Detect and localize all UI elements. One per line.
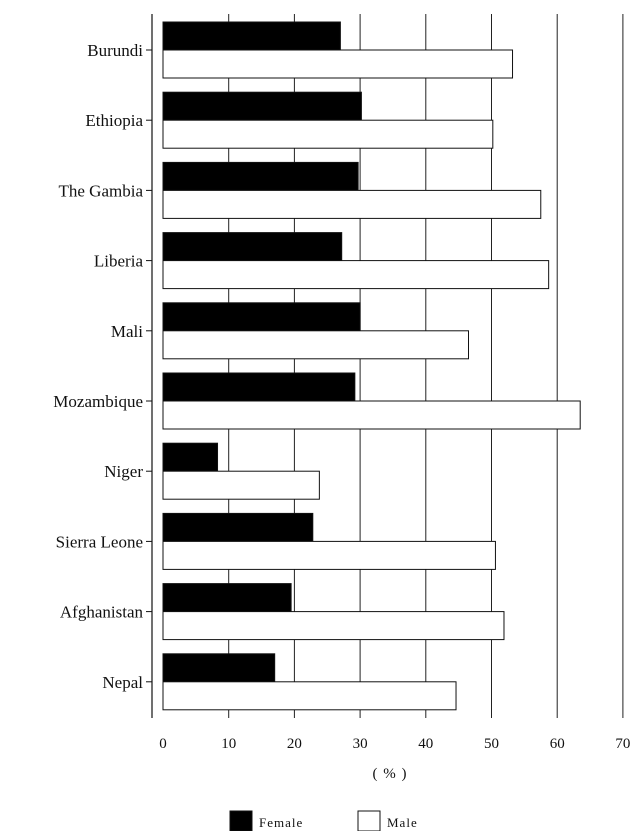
category-label-sierra-leone: Sierra Leone (56, 532, 143, 551)
category-label-mali: Mali (111, 322, 143, 341)
bar-female-mali (162, 302, 361, 332)
x-tick-labels: 0 10 20 30 40 50 60 70 (159, 736, 630, 752)
category-label-afghanistan: Afghanistan (60, 603, 144, 622)
bar-female-liberia (162, 232, 343, 262)
category-label-ethiopia: Ethiopia (85, 111, 143, 130)
x-tick-label: 60 (550, 736, 565, 752)
legend: Female Male (229, 810, 418, 831)
bar-female-mozambique (162, 372, 356, 402)
category-label-the-gambia: The Gambia (59, 181, 144, 200)
legend-label-female: Female (259, 815, 303, 830)
bar-male-nepal (162, 681, 457, 711)
bar-male-ethiopia (162, 119, 494, 149)
bar-female-the-gambia (162, 161, 359, 191)
bar-male-the-gambia (162, 189, 542, 219)
bars (162, 21, 581, 711)
category-label-liberia: Liberia (94, 252, 144, 271)
bar-female-burundi (162, 21, 341, 51)
bar-male-mozambique (162, 400, 581, 430)
x-tick-label: 10 (221, 736, 236, 752)
x-tick-label: 70 (615, 736, 630, 752)
x-tick-label: 40 (418, 736, 433, 752)
category-label-mozambique: Mozambique (53, 392, 143, 411)
legend-swatch-female (229, 810, 253, 831)
bar-male-burundi (162, 49, 514, 79)
bar-male-niger (162, 470, 320, 500)
bar-female-afghanistan (162, 583, 292, 613)
bar-male-afghanistan (162, 611, 505, 641)
x-tick-label: 0 (159, 736, 167, 752)
category-label-niger: Niger (104, 462, 143, 481)
category-label-nepal: Nepal (102, 673, 143, 692)
x-tick-label: 50 (484, 736, 499, 752)
bar-female-sierra-leone (162, 512, 314, 542)
bar-female-ethiopia (162, 91, 362, 121)
x-tick-label: 30 (353, 736, 368, 752)
bar-female-nepal (162, 653, 276, 683)
legend-label-male: Male (387, 815, 418, 830)
legend-swatch-male (357, 810, 381, 831)
bar-male-sierra-leone (162, 540, 496, 570)
bar-female-niger (162, 442, 219, 472)
category-label-burundi: Burundi (87, 41, 143, 60)
bar-male-mali (162, 330, 470, 360)
bar-male-liberia (162, 260, 550, 290)
x-tick-label: 20 (287, 736, 302, 752)
x-axis-title: ( % ) (373, 766, 408, 782)
